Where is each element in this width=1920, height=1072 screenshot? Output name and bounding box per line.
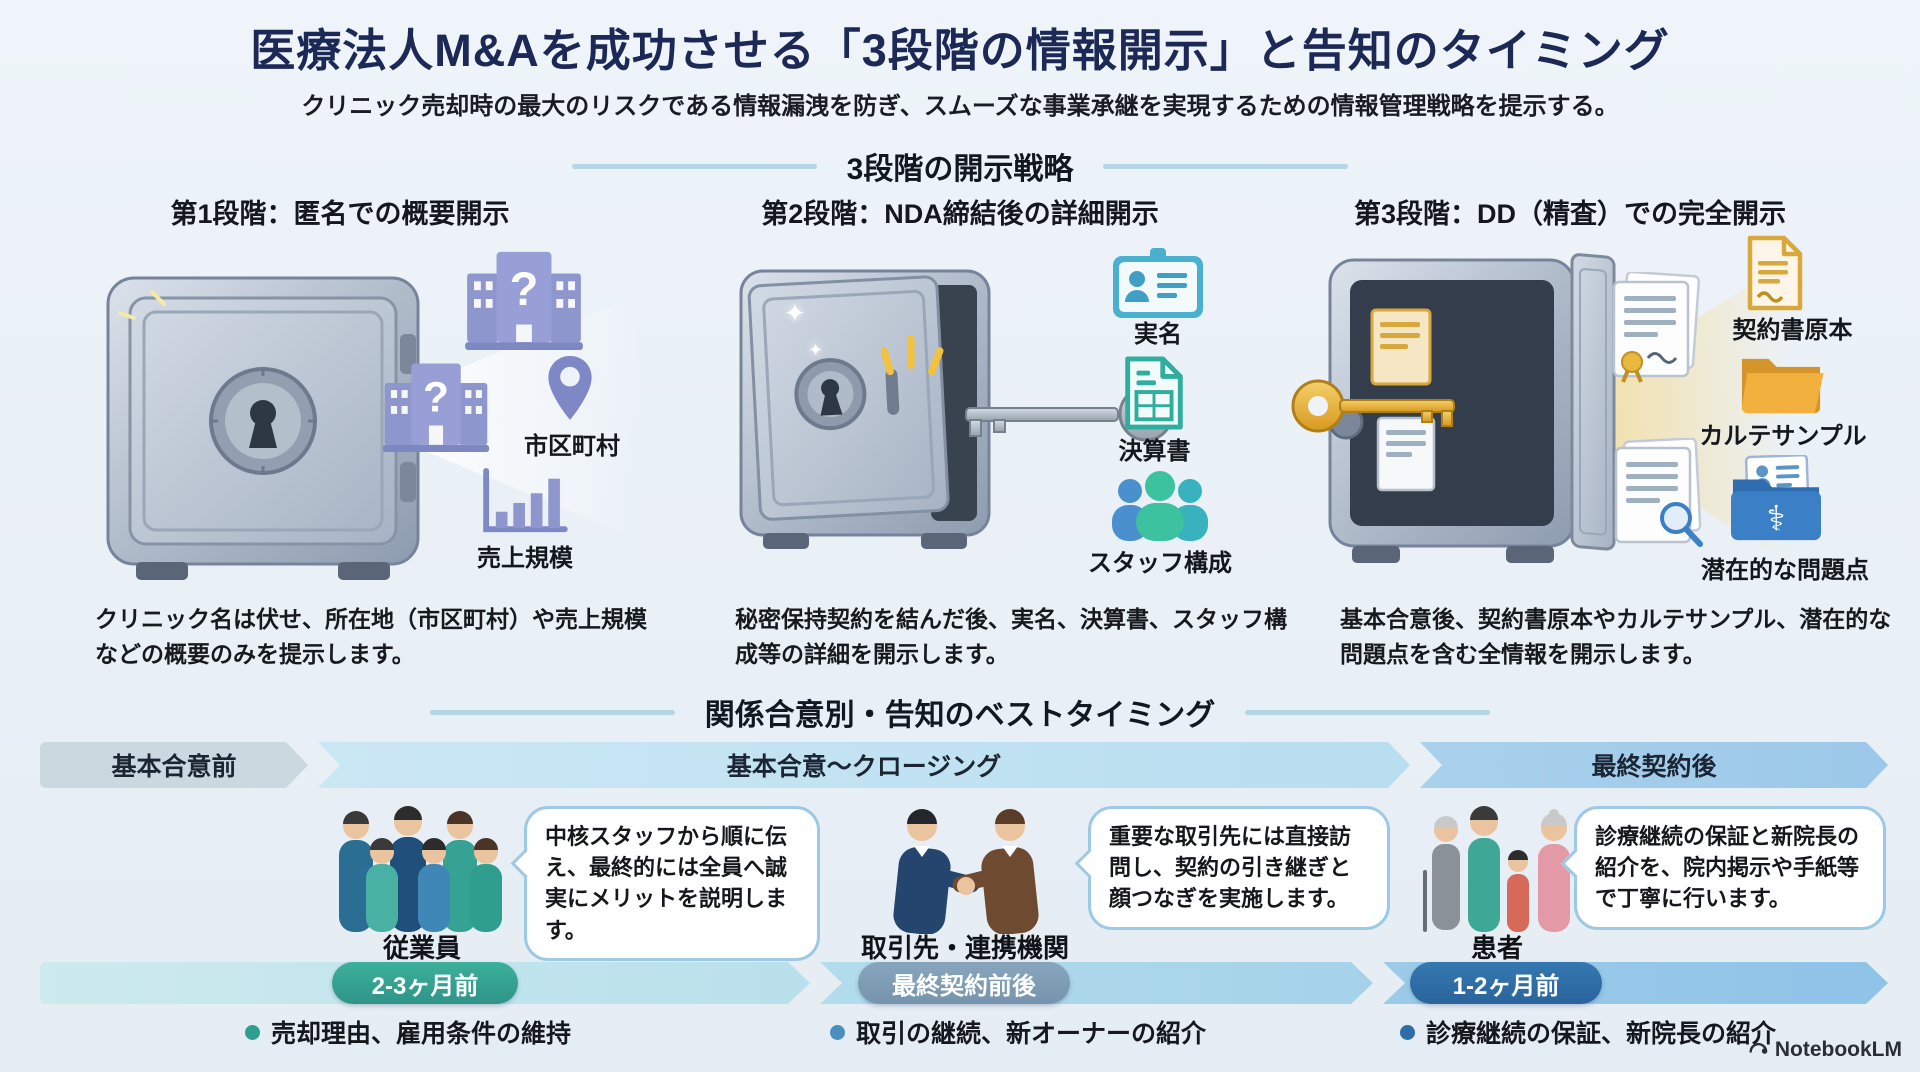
phase-segment: 最終契約後 [1420,742,1888,788]
document-stack-magnifier-icon [1610,437,1710,555]
patients-label: 患者 [1470,933,1523,963]
anonymous-building-icon: ? [382,360,490,457]
ajar-safe-icon [735,267,995,562]
gold-key-icon [1290,377,1465,440]
bullet-dot-icon [245,1024,260,1040]
financial-document-icon [1121,355,1187,436]
stage1-description: クリニック名は伏せ、所在地（市区町村）や売上規模などの概要のみを提示します。 [95,606,647,667]
employees-label: 従業員 [382,933,461,963]
bullet-dot-icon [830,1024,845,1040]
patients-group-illustration [1420,800,1580,937]
stage3-title: 第3段階：DD（精査）での完全開示 [1353,199,1786,229]
emphasis-marks-icon [880,332,944,383]
patients-point-text: 診療継続の保証、新院長の紹介 [1426,1020,1777,1048]
decor-line-left [429,709,675,715]
partners-label: 取引先・連携機関 [860,933,1069,963]
patients-bubble: 診療継続の保証と新院長の紹介を、院内掲示や手紙等で丁寧に行います。 [1574,806,1886,930]
folder-icon [1738,350,1824,419]
page-subtitle: クリニック売却時の最大のリスクである情報漏洩を防ぎ、スムーズな事業承継を実現する… [301,93,1619,120]
phase-segment: 基本合意～クロージング [318,742,1410,788]
sparkle-icon: ✦ [808,340,824,360]
employees-group-illustration [312,800,532,937]
anonymous-building-icon: ? [465,248,583,355]
stage2-financials-label: 決算書 [1118,438,1191,465]
staff-group-icon [1108,471,1212,546]
stage2-description: 秘密保持契約を結んだ後、実名、決算書、スタッフ構成等の詳細を開示します。 [735,606,1287,667]
stage2-title: 第2段階：NDA締結後の詳細開示 [761,199,1159,229]
page-title: 医療法人M&Aを成功させる「3段階の情報開示」と告知のタイミング [250,25,1670,76]
stage3-description: 基本合意後、契約書原本やカルテサンプル、潜在的な問題点を含む全情報を開示します。 [1340,606,1892,667]
employees-point-text: 売却理由、雇用条件の維持 [271,1020,572,1048]
document-stack-icon [1608,270,1708,389]
timing-badge-partners: 最終契約前後 [858,962,1070,1004]
closed-safe-icon [100,272,430,592]
stage3-issues-label: 潜在的な問題点 [1701,557,1869,584]
contract-document-icon [1745,235,1805,316]
stage1-revenue-label: 売上規模 [477,545,573,572]
handshake-illustration [866,796,1066,939]
employees-bubble: 中核スタッフから順に伝え、最終的には全員へ誠実にメリットを説明します。 [524,806,820,961]
map-pin-icon [545,354,595,427]
disclosure-section-title: 3段階の開示戦略 [846,153,1074,186]
medical-folder-icon: ⚕ [1731,453,1821,550]
decor-line-right [1245,709,1491,715]
partners-point-text: 取引の継続、新オーナーの紹介 [856,1020,1207,1048]
timing-badge-employees: 2-3ヶ月前 [332,962,518,1004]
stage1-location-label: 市区町村 [524,433,620,460]
svg-text:?: ? [510,262,539,315]
timeline-section-title: 関係合意別・告知のベストタイミング [704,699,1216,732]
stage3-contract-label: 契約書原本 [1732,317,1853,344]
timeline-section-header: 関係合意別・告知のベストタイミング [0,690,1920,734]
notebooklm-watermark: NotebookLM [1747,1036,1902,1064]
patients-point: 診療継続の保証、新院長の紹介 [1400,1014,1776,1050]
bar-chart-icon [478,468,570,541]
employees-point: 売却理由、雇用条件の維持 [245,1014,571,1050]
stage2-staff-label: スタッフ構成 [1088,550,1232,577]
timing-badge-patients: 1-2ヶ月前 [1410,962,1602,1004]
svg-text:⚕: ⚕ [1766,499,1785,538]
stage2-realname-label: 実名 [1134,321,1182,348]
notebooklm-label: NotebookLM [1774,1038,1902,1061]
stage2-illustration: ✦ ✦ [730,232,1260,602]
bullet-dot-icon [1400,1024,1415,1040]
decor-line-left [571,163,817,169]
stage1-title: 第1段階：匿名での概要開示 [170,199,510,229]
decor-line-right [1103,163,1349,169]
disclosure-section-header: 3段階の開示戦略 [0,144,1920,188]
stage3-illustration: 契約書原本 カルテサンプル ⚕ [1290,232,1900,602]
partners-point: 取引の継続、新オーナーの紹介 [830,1014,1206,1050]
partners-bubble: 重要な取引先には直接訪問し、契約の引き継ぎと顔つなぎを実施します。 [1088,806,1390,930]
svg-text:?: ? [423,373,449,420]
id-card-icon [1113,248,1203,325]
sparkle-icon: ✦ [784,298,806,328]
phase-bar: 基本合意前 基本合意～クロージング 最終契約後 [40,742,1888,788]
notebooklm-logo-icon [1747,1036,1769,1064]
phase-segment: 基本合意前 [40,742,308,788]
stage1-illustration: ? ? [60,232,760,602]
stage3-charts-label: カルテサンプル [1699,423,1867,450]
